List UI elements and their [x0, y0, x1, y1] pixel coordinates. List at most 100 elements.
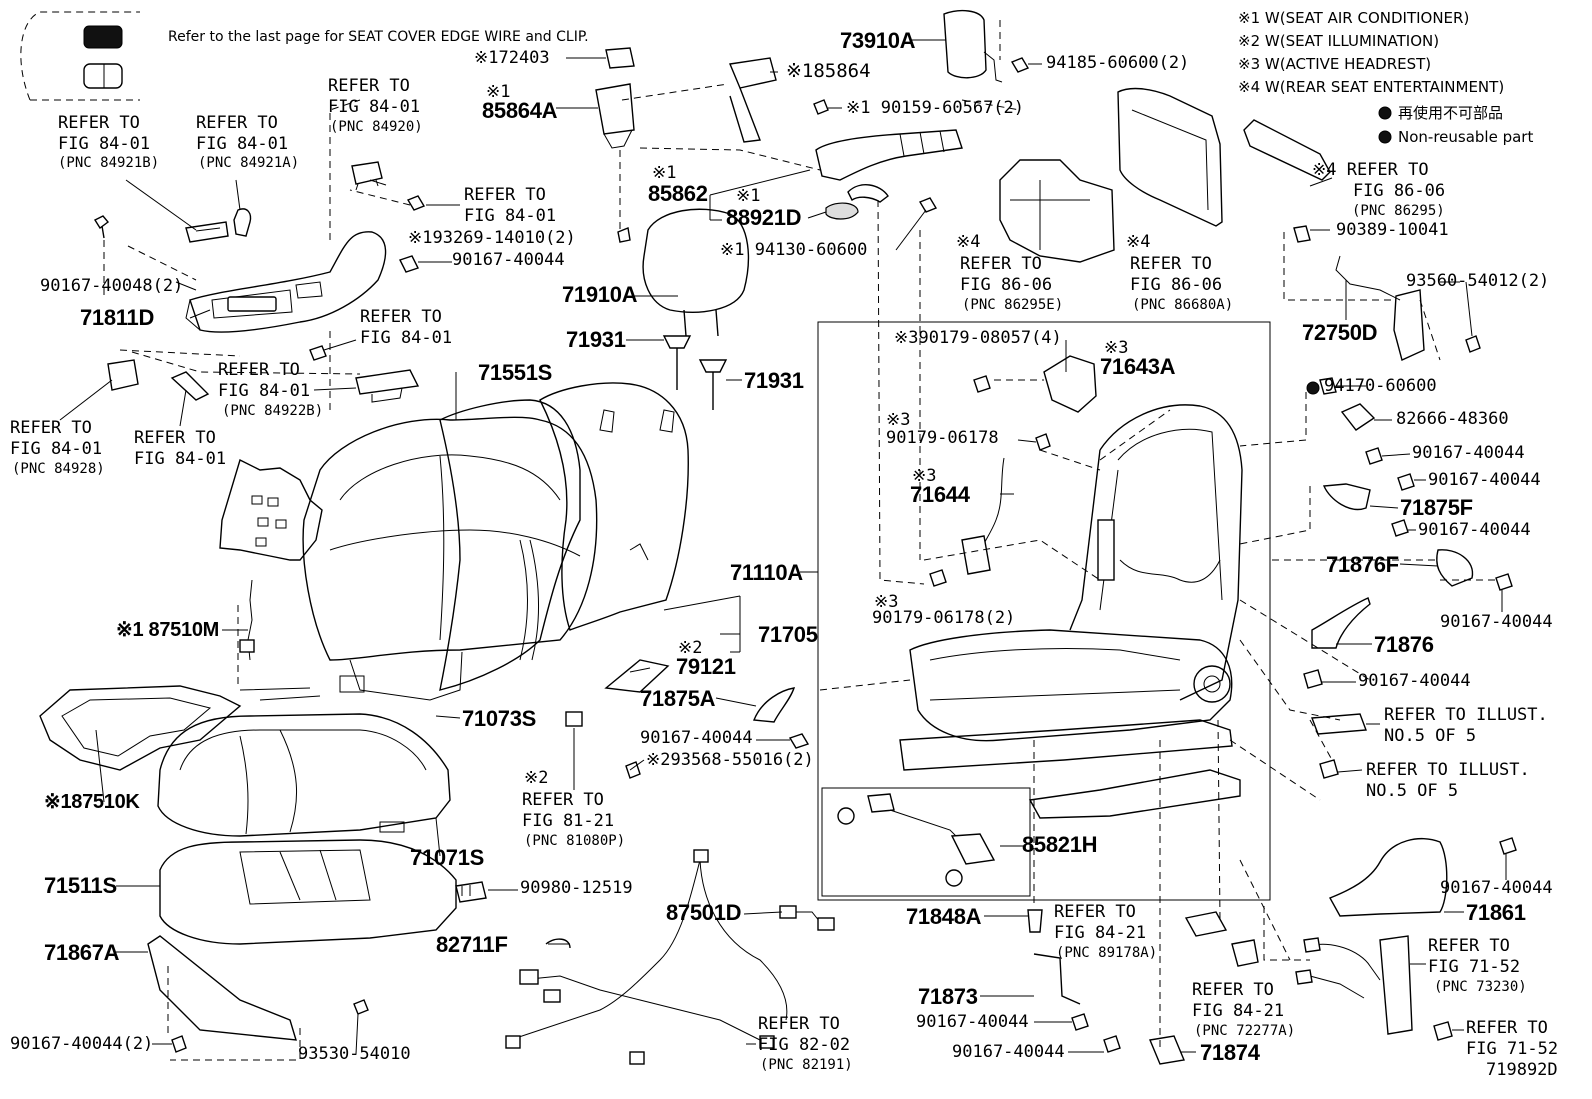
refer-fig-84-01-84921A[interactable]: REFER TO FIG 84-01 — [196, 113, 289, 154]
seat-cover-swatch-dark-icon — [83, 25, 123, 49]
refer-fig-84-01-pin[interactable]: REFER TO FIG 84-01 — [134, 428, 227, 469]
part-71876-label[interactable]: 71876 — [1374, 632, 1434, 657]
part-90167-r1-label[interactable]: 90167-40044 — [1412, 443, 1525, 463]
part-72750D-label[interactable]: 72750D — [1302, 320, 1378, 345]
part-93560-label[interactable]: 93560-54012(2) — [1406, 271, 1550, 291]
part-71875F-label[interactable]: 71875F — [1400, 495, 1473, 520]
part-90167-r6-label[interactable]: 90167-40044 — [1440, 878, 1553, 898]
part-90179-08057-label[interactable]: ※390179-08057(4) — [894, 328, 1062, 348]
part-90167-r4-label[interactable]: 90167-40044 — [1440, 612, 1553, 632]
part-94185-label[interactable]: 94185-60600(2) — [1046, 53, 1190, 73]
part-88921D-label[interactable]: 88921D — [726, 205, 802, 230]
screw-illustration — [617, 227, 631, 243]
part-71511S-label[interactable]: 71511S — [44, 873, 117, 898]
part-90167-r3-label[interactable]: 90167-40044 — [1418, 520, 1531, 540]
part-90980-label[interactable]: 90980-12519 — [520, 878, 633, 898]
part-71644-label[interactable]: 71644 — [910, 482, 970, 507]
sensor-87501D-illustration — [779, 905, 835, 931]
diagram-id: 719892D — [1486, 1060, 1558, 1080]
part-94130-label[interactable]: ※1 94130-60600 — [720, 240, 868, 260]
part-71861-label[interactable]: 71861 — [1466, 900, 1526, 925]
refer-fig-86-06-86295E[interactable]: REFER TO FIG 86-06 — [960, 254, 1053, 295]
part-71705-label[interactable]: 71705 — [758, 622, 818, 647]
connector-89178A-illustration — [1184, 911, 1228, 937]
refer-fig-84-01-84920[interactable]: REFER TO FIG 84-01 — [328, 76, 421, 117]
seatback-side-cover-illustration — [539, 382, 689, 631]
part-90167-40044-label-a[interactable]: 90167-40044 — [452, 250, 565, 270]
part-85864-label[interactable]: ※185864 — [786, 60, 871, 82]
part-71848A-label[interactable]: 71848A — [906, 904, 982, 929]
part-90167-40044-label-b[interactable]: 90167-40044 — [640, 728, 753, 748]
part-93530-label[interactable]: 93530-54010 — [298, 1044, 411, 1064]
part-87510M-label[interactable]: ※1 87510M — [116, 619, 220, 641]
part-90167-r2-label[interactable]: 90167-40044 — [1428, 470, 1541, 490]
part-71876F-label[interactable]: 71876F — [1326, 552, 1399, 577]
part-71867A-label[interactable]: 71867A — [44, 940, 120, 965]
pnc-84922B: (PNC 84922B) — [222, 403, 324, 419]
bracket-71874-illustration — [1149, 1035, 1185, 1065]
part-71931-label-b[interactable]: 71931 — [744, 368, 804, 393]
refer-fig-86-06-86295[interactable]: ※4 REFER TO FIG 86-06 — [1312, 160, 1446, 201]
part-90167-40048-label[interactable]: 90167-40048(2) — [40, 276, 184, 296]
side-cover-71861-illustration — [1329, 838, 1448, 917]
refer-illust-5-cover[interactable]: REFER TO ILLUST. NO.5 OF 5 — [1384, 705, 1548, 746]
legend-item-3: ※3 W(ACTIVE HEADREST) — [1238, 55, 1432, 73]
refer-fig-84-01-bolt[interactable]: REFER TO FIG 84-01 — [360, 307, 453, 348]
part-90179-06178b-mark: ※3 — [874, 592, 899, 612]
part-90179-06178-label[interactable]: 90179-06178 — [886, 428, 999, 448]
refer-fig-84-01-84922B[interactable]: REFER TO FIG 84-01 — [218, 360, 311, 401]
part-71110A-label[interactable]: 71110A — [730, 560, 803, 585]
part-94170-label[interactable]: 94170-60600 — [1324, 376, 1437, 396]
part-90159-label[interactable]: ※1 90159-60567(2) — [846, 98, 1025, 118]
pnc-73230: (PNC 73230) — [1434, 979, 1527, 995]
part-85864A-label[interactable]: 85864A — [482, 98, 558, 123]
refer-fig-84-21-72277A[interactable]: REFER TO FIG 84-21 — [1192, 980, 1285, 1021]
part-71875A-label[interactable]: 71875A — [640, 686, 716, 711]
part-90167-40044-2-label[interactable]: 90167-40044(2) — [10, 1034, 154, 1054]
part-71873-label[interactable]: 71873 — [918, 984, 978, 1009]
part-71073S-label[interactable]: 71073S — [462, 706, 537, 731]
part-71931-label-a[interactable]: 71931 — [566, 327, 626, 352]
part-82711F-label[interactable]: 82711F — [436, 932, 508, 957]
part-71874-label[interactable]: 71874 — [1200, 1040, 1260, 1065]
active-headrest-bracket-illustration — [961, 535, 991, 575]
part-79121-label[interactable]: 79121 — [676, 654, 736, 679]
part-87501D-label[interactable]: 87501D — [666, 900, 742, 925]
part-187510K-label[interactable]: ※187510K — [44, 791, 140, 813]
refer-illust-5-screw[interactable]: REFER TO ILLUST. NO.5 OF 5 — [1366, 760, 1530, 801]
refer-fig-81-21[interactable]: REFER TO FIG 81-21 — [522, 790, 615, 831]
part-90167-40044-label-d[interactable]: 90167-40044 — [952, 1042, 1065, 1062]
refer-fig-84-01-screw[interactable]: REFER TO FIG 84-01 — [464, 185, 557, 226]
part-71910A-label[interactable]: 71910A — [562, 282, 638, 307]
refer-fig-82-02[interactable]: REFER TO FIG 82-02 — [758, 1014, 851, 1055]
part-90389-label[interactable]: 90389-10041 — [1336, 220, 1449, 240]
dashed-reference-lines — [103, 20, 1498, 1061]
refer-fig-84-21-89178A[interactable]: REFER TO FIG 84-21 — [1054, 902, 1147, 943]
part-72403-label[interactable]: ※172403 — [474, 48, 550, 68]
screw-illustration — [813, 99, 829, 115]
refer-fig-84-01-84928[interactable]: REFER TO FIG 84-01 — [10, 418, 103, 459]
part-293568-label[interactable]: ※293568-55016(2) — [646, 750, 814, 770]
part-85862-label[interactable]: 85862 — [648, 181, 708, 206]
refer-fig-71-52-73230[interactable]: REFER TO FIG 71-52 — [1428, 936, 1521, 977]
screw-illustration — [625, 761, 641, 779]
refer-fig-86-06-86680A[interactable]: REFER TO FIG 86-06 — [1130, 254, 1223, 295]
connector-81080P-illustration — [565, 711, 583, 727]
bracket-82666-illustration — [1340, 403, 1376, 431]
refer-fig-71-52[interactable]: REFER TO FIG 71-52 — [1466, 1018, 1559, 1059]
screw-illustration — [1103, 1035, 1121, 1053]
part-73910A-label[interactable]: 73910A — [840, 28, 916, 53]
part-71551S-label[interactable]: 71551S — [478, 360, 553, 385]
part-90167-40044-label-c[interactable]: 90167-40044 — [916, 1012, 1029, 1032]
part-90167-r5-label[interactable]: 90167-40044 — [1358, 671, 1471, 691]
refer-fig-84-01-84921B[interactable]: REFER TO FIG 84-01 — [58, 113, 151, 154]
part-71071S-label[interactable]: 71071S — [410, 845, 485, 870]
part-71643A-label[interactable]: 71643A — [1100, 354, 1176, 379]
part-193269-label[interactable]: ※193269-14010(2) — [408, 228, 576, 248]
legend-item-5: 再使用不可部品 — [1398, 104, 1504, 122]
part-71811D-label[interactable]: 71811D — [80, 305, 155, 330]
part-85821H-label[interactable]: 85821H — [1022, 832, 1098, 857]
grommet-90389-illustration — [1293, 225, 1311, 243]
part-82666-label[interactable]: 82666-48360 — [1396, 409, 1509, 429]
part-90179-06178b-label[interactable]: 90179-06178(2) — [872, 608, 1016, 628]
